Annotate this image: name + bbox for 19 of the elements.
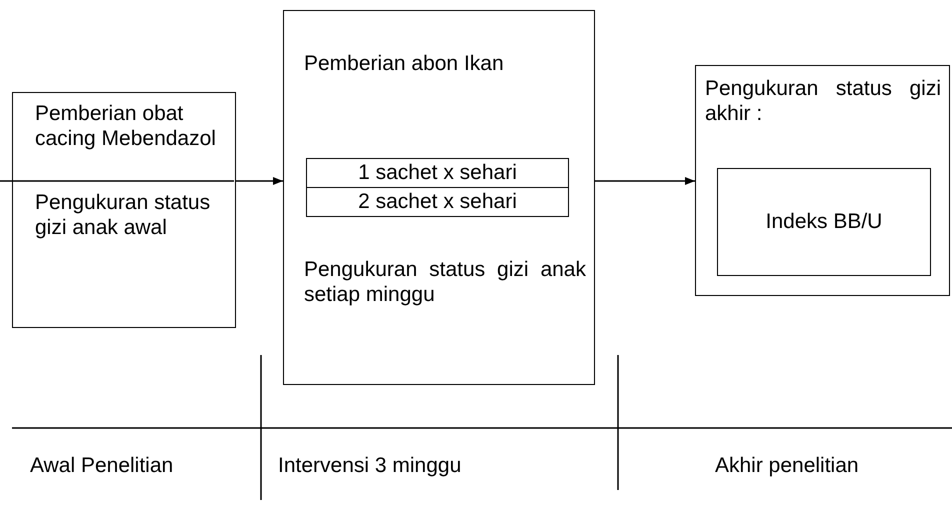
phase-label: Awal Penelitian	[30, 453, 174, 478]
box-text: Indeks BB/U	[766, 210, 882, 234]
phase-label: Akhir penelitian	[715, 453, 859, 478]
box-text: Pengukuran status gizi anak awal	[35, 190, 212, 240]
process-box	[283, 10, 595, 385]
process-box	[695, 65, 950, 296]
box-text: 2 sachet x sehari	[358, 190, 517, 214]
process-box	[12, 92, 236, 328]
box-text: Pemberian obat cacing Mebendazol	[35, 101, 217, 151]
process-box	[306, 158, 569, 188]
arrow	[595, 177, 695, 185]
box-text: Pengukuran status gizi anak setiap minggu	[304, 257, 586, 307]
process-box	[306, 187, 569, 217]
box-text: Pemberian abon Ikan	[304, 51, 505, 76]
box-text: 1 sachet x sehari	[358, 161, 517, 185]
phase-label: Intervensi 3 minggu	[278, 453, 462, 478]
arrow	[236, 177, 283, 185]
box-text: Pengukuran status gizi akhir :	[705, 76, 941, 126]
process-box	[717, 168, 931, 276]
